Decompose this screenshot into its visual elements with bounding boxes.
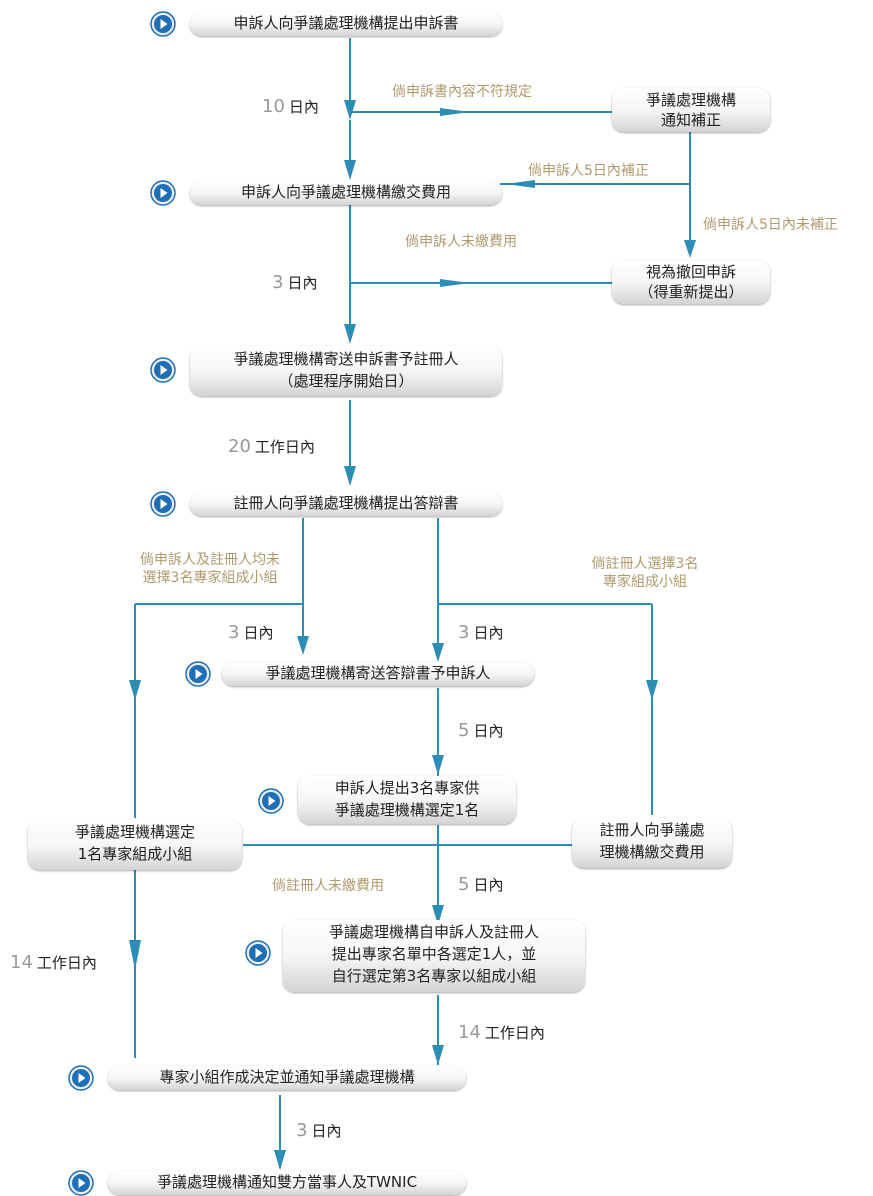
arrow-down-icon (432, 905, 444, 925)
condition-invalid-complaint: 倘申訴書內容不符規定 (392, 84, 532, 100)
step-send-complaint-line1: 爭議處理機構寄送申訴書予註冊人 (233, 350, 459, 368)
arrow-left-icon (505, 180, 535, 188)
arrow-down-icon (432, 643, 444, 662)
step-box (190, 346, 502, 396)
arrow-down-icon (344, 324, 356, 344)
arrow-right-icon (440, 108, 470, 116)
arrow-down-icon (297, 636, 309, 655)
step-panel-decision: 專家小組作成決定並通知爭議處理機構 (159, 1068, 415, 1086)
step-send-response: 爭議處理機構寄送答辯書予申訴人 (265, 664, 491, 682)
step-select-one-expert-line2: 1名專家組成小組 (77, 845, 193, 863)
arrow-down-icon (684, 240, 696, 258)
step-box (190, 12, 502, 36)
play-circle-icon (150, 11, 176, 37)
arrow-down-icon (432, 1045, 444, 1065)
step-box (108, 1171, 466, 1195)
step-box (108, 1066, 466, 1090)
condition-fee-unpaid: 倘申訴人未繳費用 (405, 234, 517, 250)
condition-registrant-fee-unpaid: 倘註冊人未繳費用 (272, 878, 384, 894)
condition-no-three-experts-line2: 選擇3名專家組成小組 (142, 570, 278, 586)
arrow-down-icon (344, 100, 356, 120)
step-submit-response: 註冊人向爭議處理機構提出答辯書 (233, 494, 459, 512)
step-form-panel-line3: 自行選定第3名專家以組成小組 (331, 967, 537, 985)
condition-registrant-three-experts-line2: 專家組成小組 (603, 574, 687, 590)
step-submit-complaint: 申訴人向爭議處理機構提出申訴書 (233, 14, 459, 32)
step-box (28, 820, 242, 870)
play-circle-icon (258, 788, 284, 814)
step-notify-fix-line1: 爭議處理機構 (645, 91, 736, 109)
step-box (190, 181, 502, 205)
condition-not-fixed-in-5-days: 倘申訴人5日內未補正 (703, 217, 838, 233)
arrow-down-icon (432, 755, 444, 775)
step-withdraw-line2: （得重新提出） (638, 283, 744, 301)
play-circle-icon (245, 940, 271, 966)
step-box (283, 920, 585, 992)
arrow-down-icon (129, 940, 141, 970)
step-pay-fee: 申訴人向爭議處理機構繳交費用 (240, 183, 451, 201)
arrow-down-icon (274, 1150, 286, 1170)
play-circle-icon (68, 1065, 94, 1091)
play-circle-icon (150, 491, 176, 517)
play-circle-icon (68, 1170, 94, 1196)
step-propose-experts-line1: 申訴人提出3名專家供 (334, 779, 480, 797)
arrow-right-icon (440, 279, 470, 287)
step-box (572, 818, 732, 868)
arrow-down-icon (646, 680, 658, 700)
step-registrant-pay-line1: 註冊人向爭議處 (599, 821, 705, 839)
arrow-down-icon (344, 466, 356, 486)
play-circle-icon (150, 180, 176, 206)
step-box (298, 776, 516, 824)
step-box (222, 662, 534, 686)
step-send-complaint-line2: （處理程序開始日） (278, 372, 414, 390)
step-registrant-pay-line2: 理機構繳交費用 (599, 843, 705, 861)
play-circle-icon (150, 357, 176, 383)
step-form-panel-line2: 提出專家名單中各選定1人，並 (331, 945, 537, 963)
condition-fixed-in-5-days: 倘申訴人5日內補正 (528, 163, 649, 179)
condition-no-three-experts-line1: 倘申訴人及註冊人均未 (140, 552, 280, 568)
condition-registrant-three-experts-line1: 倘註冊人選擇3名 (591, 556, 699, 572)
step-propose-experts-line2: 爭議處理機構選定1名 (334, 801, 480, 819)
play-circle-icon (185, 661, 211, 687)
arrow-down-icon (344, 160, 356, 180)
step-notify-fix-line2: 通知補正 (660, 111, 721, 129)
step-withdraw-line1: 視為撤回申訴 (645, 263, 736, 281)
step-box (190, 492, 502, 516)
step-form-panel-line1: 爭議處理機構自申訴人及註冊人 (328, 923, 539, 941)
step-box (612, 260, 770, 304)
step-notify-parties: 爭議處理機構通知雙方當事人及TWNIC (156, 1173, 418, 1191)
step-box (612, 88, 770, 132)
arrow-down-icon (129, 680, 141, 700)
step-select-one-expert-line1: 爭議處理機構選定 (74, 823, 195, 841)
